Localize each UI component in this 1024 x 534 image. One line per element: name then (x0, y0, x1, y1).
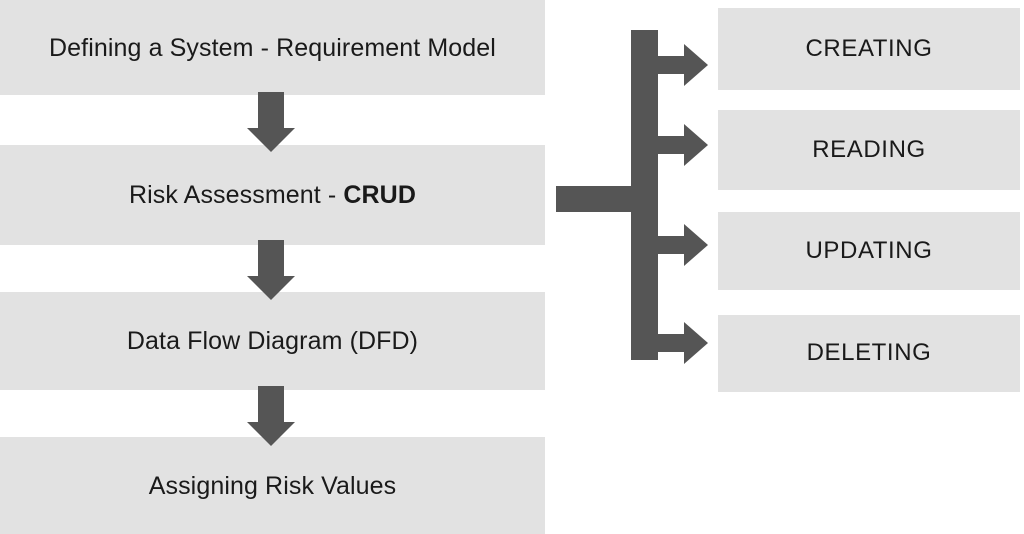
crud-item-deleting: DELETING (718, 315, 1020, 392)
crud-item-label: CREATING (805, 34, 933, 62)
flow-step-data-flow-diagram: Data Flow Diagram (DFD) (0, 292, 545, 390)
branch-arrow-icon (556, 30, 708, 364)
crud-item-label: UPDATING (805, 236, 933, 264)
flow-step-risk-assessment: Risk Assessment - CRUD (0, 145, 545, 245)
flow-step-label-plain: Risk Assessment - (129, 181, 344, 209)
crud-item-label: DELETING (806, 339, 932, 367)
flow-step-label: Defining a System - Requirement Model (49, 33, 496, 62)
flow-step-label: Data Flow Diagram (DFD) (126, 327, 419, 355)
crud-item-creating: CREATING (718, 8, 1020, 90)
flow-step-label: Assigning Risk Values (148, 471, 397, 500)
flow-step-assigning-risk-values: Assigning Risk Values (0, 437, 545, 534)
crud-item-reading: READING (718, 110, 1020, 190)
crud-item-label: READING (812, 135, 926, 163)
flow-step-label-emphasis: CRUD (343, 181, 416, 209)
flow-step-defining-a-system: Defining a System - Requirement Model (0, 0, 545, 95)
flow-step-label: Risk Assessment - CRUD (129, 180, 416, 210)
crud-item-updating: UPDATING (718, 212, 1020, 290)
